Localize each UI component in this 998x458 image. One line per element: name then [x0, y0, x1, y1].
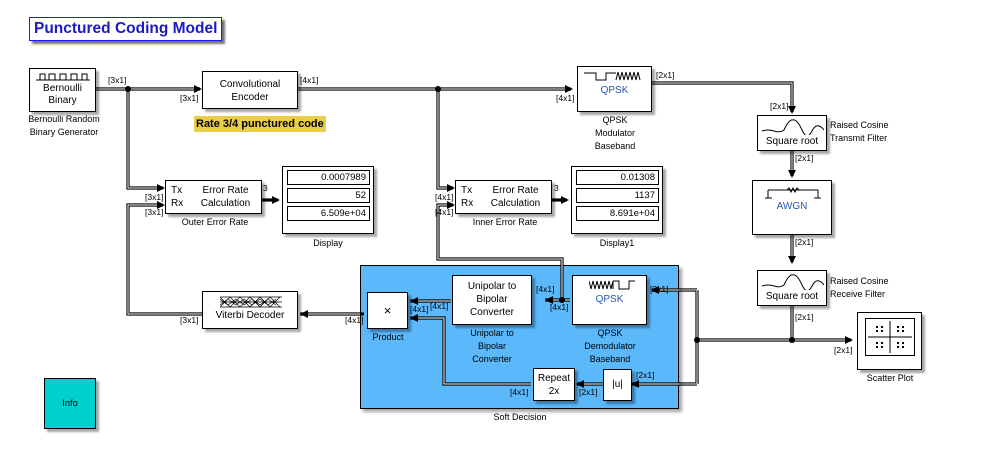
display-value-bits: 6.509e+04 [287, 206, 370, 221]
inner-err-caption: Inner Error Rate [472, 217, 538, 227]
dim-viterbi-out: [3x1] [180, 315, 199, 325]
repeat-text-2: 2x [548, 386, 560, 397]
qpsk-demod-caption: QPSK Demodulator Baseband [584, 328, 636, 364]
outer-err-text-1: Error Rate [202, 185, 249, 196]
viterbi-decoder-block[interactable]: Viterbi Decoder [202, 291, 298, 329]
abs-text: |u| [612, 379, 623, 390]
rx-port-label: Rx [461, 198, 474, 209]
outer-error-rate-block[interactable]: Tx Rx Error Rate Calculation [165, 180, 262, 214]
inner-err-text-1: Error Rate [492, 185, 539, 196]
dim-prod-in1: [4x1] [410, 304, 429, 314]
dim-mod-out: [2x1] [656, 70, 675, 80]
convolutional-encoder-block[interactable]: Convolutional Encoder [202, 71, 298, 109]
dim-enc-out: [4x1] [300, 75, 319, 85]
dim-demod-out: [4x1] [550, 302, 569, 312]
rate-annotation: Rate 3/4 punctured code [194, 116, 326, 132]
trellis-icon [220, 296, 282, 308]
viterbi-text: Viterbi Decoder [215, 310, 285, 321]
bernoulli-text-2: Binary [48, 95, 77, 106]
bernoulli-caption: Bernoulli Random Binary Generator [28, 114, 100, 137]
display1-value-bits: 8.691e+04 [576, 206, 659, 221]
display1-value-errors: 1137 [576, 188, 659, 203]
dim-outer-rx: [3x1] [145, 207, 164, 217]
display1-block[interactable]: 0.01308 1137 8.691e+04 [571, 166, 663, 234]
dim-txf-out: [2x1] [795, 153, 814, 163]
dim-txf-in: [2x1] [770, 101, 789, 111]
display1-value-ber: 0.01308 [576, 170, 659, 185]
qpsk-demodulator-block[interactable]: QPSK [572, 275, 647, 325]
qpsk-mod-caption: QPSK Modulator Baseband [594, 115, 636, 151]
inner-err-out-port: 3 [554, 183, 559, 193]
display-block[interactable]: 0.0007989 52 6.509e+04 [282, 166, 374, 234]
outer-err-caption: Outer Error Rate [181, 217, 249, 227]
tx-filter-caption: Raised Cosine Transmit Filter [830, 120, 889, 143]
bernoulli-binary-block[interactable]: Bernoulli Binary [29, 68, 96, 112]
qpsk-modulator-block[interactable]: QPSK [577, 66, 652, 112]
soft-decision-caption: Soft Decision [493, 412, 547, 422]
unipolar-caption: Unipolar to Bipolar Converter [470, 328, 514, 364]
unipolar-text-1: Unipolar to [467, 281, 517, 292]
scatter-caption: Scatter Plot [866, 373, 914, 383]
repeat-text-1: Repeat [537, 373, 571, 384]
dim-inner-rx: [4x1] [435, 207, 454, 217]
bernoulli-text-1: Bernoulli [43, 83, 82, 94]
awgn-channel-block[interactable]: AWGN [752, 180, 832, 235]
display1-caption: Display1 [599, 238, 635, 248]
encoder-text-1: Convolutional [219, 79, 281, 90]
unipolar-text-3: Converter [470, 307, 514, 318]
dim-bern-out: [3x1] [108, 75, 127, 85]
rx-filter-caption: Raised Cosine Receive Filter [830, 276, 889, 299]
awgn-text: AWGN [776, 201, 808, 212]
dim-outer-tx: [3x1] [145, 192, 164, 202]
outer-err-out-port: 3 [263, 183, 268, 193]
sinc-pulse-icon [762, 119, 824, 135]
info-block[interactable]: Info [44, 378, 96, 429]
tx-port-label: Tx [461, 185, 473, 196]
abs-block[interactable]: |u| [603, 369, 632, 401]
tx-filter-text: Square root [765, 136, 819, 147]
inner-err-text-2: Calculation [490, 198, 541, 209]
dim-viterbi-in: [4x1] [345, 315, 364, 325]
dim-rep-out: [4x1] [510, 387, 529, 397]
modulation-waveform-icon [584, 71, 641, 81]
display-value-errors: 52 [287, 188, 370, 203]
outer-err-text-2: Calculation [200, 198, 251, 209]
rx-filter-text: Square root [765, 291, 819, 302]
inner-error-rate-block[interactable]: Tx Rx Error Rate Calculation [455, 180, 552, 214]
scatter-plot-block[interactable] [857, 312, 922, 370]
rx-port-label: Rx [171, 198, 184, 209]
dim-demod-in: [2x1] [650, 284, 669, 294]
dim-inner-tx: [4x1] [435, 192, 454, 202]
encoder-text-2: Encoder [231, 92, 269, 103]
multiply-icon: × [383, 303, 392, 318]
display-caption: Display [313, 238, 343, 248]
channel-icon [765, 187, 821, 199]
display-value-ber: 0.0007989 [287, 170, 370, 185]
dim-uni-out: [4x1] [430, 301, 449, 311]
raised-cosine-transmit-filter-block[interactable]: Square root [757, 115, 827, 151]
unipolar-text-2: Bipolar [476, 294, 508, 305]
dim-abs-out: [2x1] [579, 387, 598, 397]
unipolar-to-bipolar-block[interactable]: Unipolar to Bipolar Converter [452, 275, 532, 325]
model-title: Punctured Coding Model [29, 17, 223, 41]
repeat-block[interactable]: Repeat 2x [533, 368, 575, 401]
tx-port-label: Tx [171, 185, 183, 196]
dim-awgn-out: [2x1] [795, 237, 814, 247]
qpsk-demod-text: QPSK [595, 294, 624, 305]
pulse-train-icon [36, 73, 90, 81]
dim-mod-in: [4x1] [556, 93, 575, 103]
product-caption: Product [372, 332, 404, 342]
qpsk-mod-text: QPSK [600, 85, 629, 96]
product-block[interactable]: × [367, 292, 408, 329]
dim-abs-in: [2x1] [636, 370, 655, 380]
dim-rxf-out: [2x1] [795, 312, 814, 322]
raised-cosine-receive-filter-block[interactable]: Square root [757, 270, 827, 306]
demodulation-waveform-icon [589, 280, 635, 290]
constellation-icon [865, 318, 915, 356]
dim-scatter-in: [2x1] [834, 345, 853, 355]
sinc-pulse-icon [762, 274, 824, 290]
dim-enc-in: [3x1] [180, 93, 199, 103]
dim-uni-in: [4x1] [536, 284, 555, 294]
